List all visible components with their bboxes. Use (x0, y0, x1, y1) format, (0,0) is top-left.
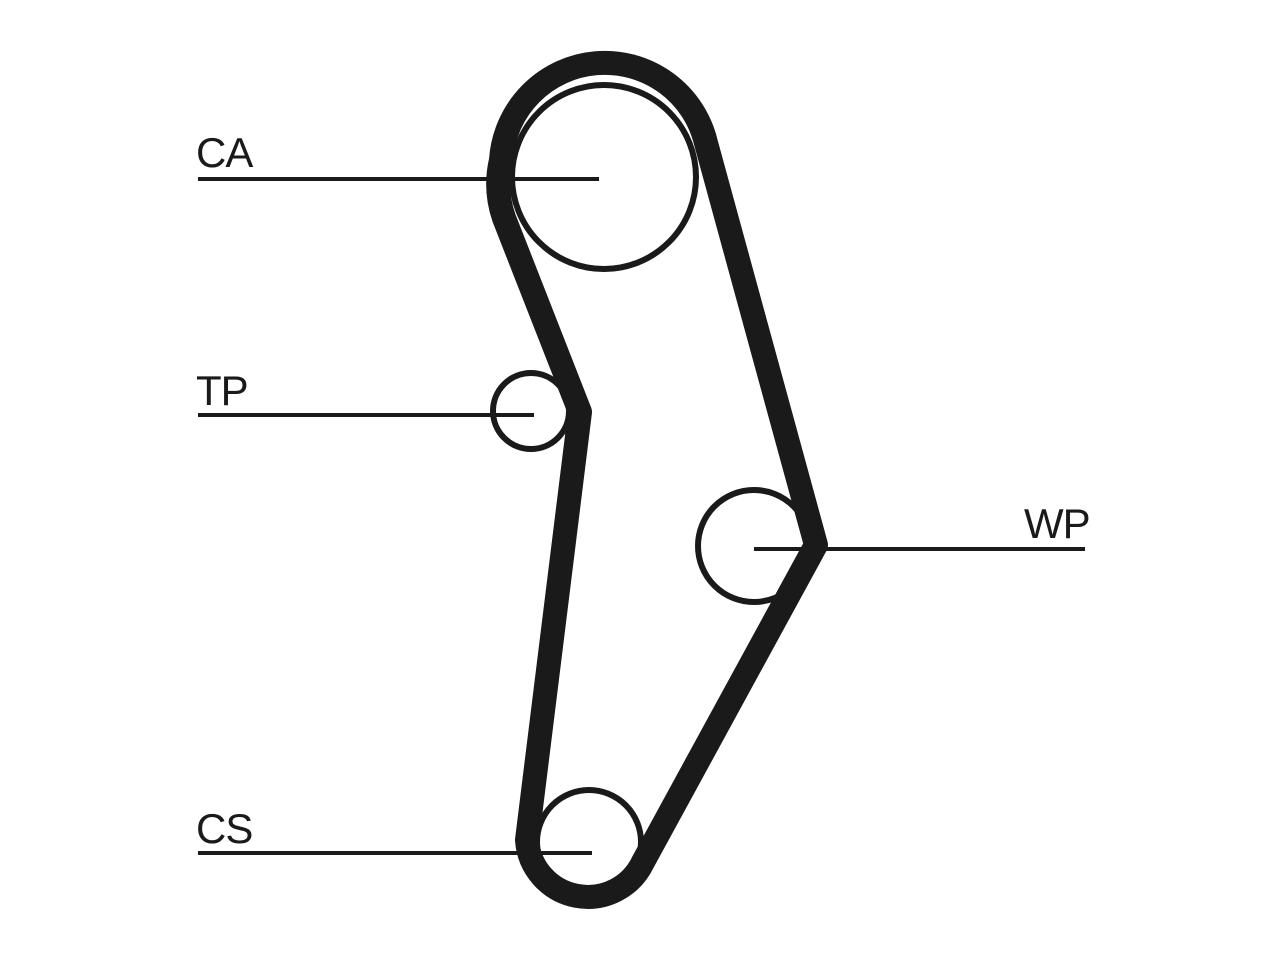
tp-label: TP (196, 367, 248, 414)
cs-label: CS (196, 805, 252, 852)
ca-label: CA (196, 129, 253, 176)
timing-belt (486, 50, 828, 909)
tensioner-pulley (490, 370, 572, 452)
crankshaft-pulley (534, 787, 644, 897)
water-pump-pulley (695, 487, 813, 605)
wp-label: WP (1024, 500, 1090, 547)
